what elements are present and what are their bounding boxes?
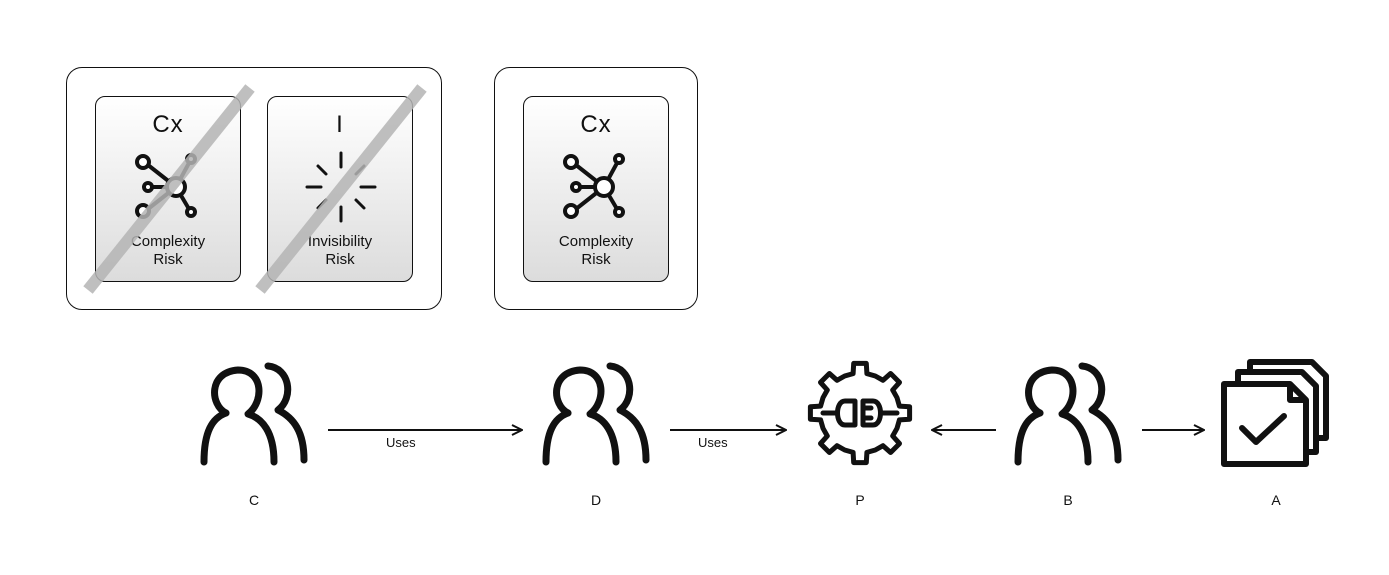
risk-card-complexity: Cx Complexity Risk (523, 96, 669, 282)
card-code: I (336, 111, 344, 138)
edge-b-to-p (930, 420, 996, 440)
node-c (198, 358, 314, 470)
edge-d-to-p (670, 420, 790, 440)
documents-check-icon (1221, 359, 1329, 467)
users-icon (200, 362, 308, 466)
node-label-c: C (248, 492, 260, 508)
node-d (540, 358, 656, 470)
node-a (1220, 358, 1332, 470)
card-code: Cx (152, 111, 184, 138)
card-label: Invisibility Risk (307, 233, 373, 268)
network-icon (557, 149, 637, 225)
edge-b-to-a (1142, 420, 1208, 440)
card-label: Complexity Risk (558, 233, 634, 268)
edge-c-to-d (328, 420, 526, 440)
card-code: Cx (580, 111, 612, 138)
users-icon (542, 362, 650, 466)
node-p (805, 358, 915, 468)
risk-group-remaining: Cx Complexity Risk (494, 67, 698, 310)
node-label-b: B (1063, 492, 1073, 508)
gear-plug-icon (807, 360, 913, 466)
node-label-p: P (855, 492, 865, 508)
network-icon (129, 149, 209, 225)
node-label-d: D (590, 492, 602, 508)
edge-label-c-to-d: Uses (386, 435, 416, 450)
risk-card-invisibility: I Invisibility Risk (267, 96, 413, 282)
risk-card-complexity: Cx Complexity Risk (95, 96, 241, 282)
risk-group-excluded: Cx Complexity Risk I (66, 67, 442, 310)
card-label: Complexity Risk (130, 233, 206, 268)
node-b (1012, 358, 1128, 470)
edge-label-d-to-p: Uses (698, 435, 728, 450)
users-icon (1014, 362, 1122, 466)
burst-icon (301, 149, 381, 225)
node-label-a: A (1271, 492, 1281, 508)
